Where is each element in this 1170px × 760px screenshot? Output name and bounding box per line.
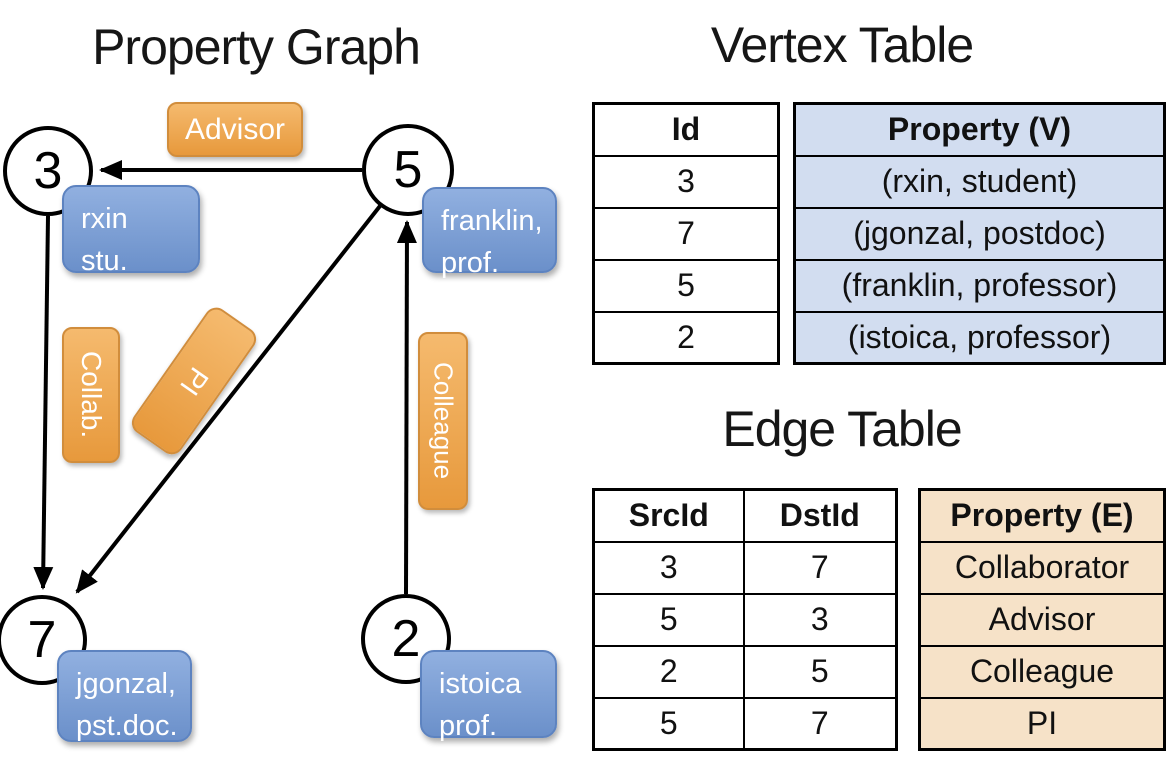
vertex-property-box-rxin: rxin stu. [62, 185, 200, 277]
edge-property-cell: PI [918, 696, 1166, 751]
vertex-property-line: stu. [81, 245, 128, 277]
graph-node-5: 5 [362, 124, 454, 216]
vertex-property-box-istoica: istoica prof. [420, 650, 557, 742]
edge-property-cell: Advisor [918, 592, 1166, 647]
vertex-property-line: prof. [441, 247, 500, 279]
vertex-property-cell: (jgonzal, postdoc) [793, 206, 1166, 261]
edge-label-text: Advisor [184, 112, 286, 146]
edge-table: SrcId DstId 3 7 5 3 2 5 5 7 Property (E)… [592, 488, 1166, 751]
edge-label-collaborator: Collab. [62, 327, 120, 463]
node-id-label: 7 [27, 611, 57, 669]
edge-label-advisor: Advisor [167, 102, 303, 157]
edge-table-dstid-header: DstId [742, 488, 898, 543]
node-id-label: 5 [393, 141, 423, 199]
edge-table-property-column: Property (E) Collaborator Advisor Collea… [918, 488, 1166, 751]
vertex-id-cell: 5 [592, 258, 780, 313]
graph-node-3: 3 [3, 126, 93, 216]
edge-arrow-5-to-7 [75, 204, 382, 594]
edge-dst-cell: 3 [742, 592, 898, 647]
vertex-table-id-header: Id [592, 102, 780, 157]
vertex-property-line: prof. [439, 710, 498, 742]
edge-arrow-2-to-5 [396, 220, 417, 595]
vertex-table-property-column: Property (V) (rxin, student) (jgonzal, p… [793, 102, 1166, 365]
vertex-table-property-header: Property (V) [793, 102, 1166, 157]
edge-label-text: PI [174, 361, 215, 402]
vertex-property-cell: (rxin, student) [793, 154, 1166, 209]
vertex-property-box-franklin: franklin, prof. [422, 187, 557, 279]
vertex-property-box-jgonzal: jgonzal, pst.doc. [57, 650, 192, 742]
edge-table-srcid-header: SrcId [592, 488, 745, 543]
node-id-label: 3 [33, 142, 63, 200]
vertex-id-cell: 3 [592, 154, 780, 209]
edge-label-colleague: Colleague [418, 332, 468, 510]
vertex-property-line: rxin [81, 203, 128, 235]
graph-edges-layer [33, 160, 417, 595]
edge-src-cell: 5 [592, 592, 745, 647]
vertex-property-cell: (istoica, professor) [793, 310, 1166, 365]
edge-table-title: Edge Table [722, 401, 962, 457]
vertex-property-cell: (franklin, professor) [793, 258, 1166, 313]
vertex-id-cell: 7 [592, 206, 780, 261]
edge-property-cell: Collaborator [918, 540, 1166, 595]
vertex-id-cell: 2 [592, 310, 780, 365]
edge-table-id-columns: SrcId DstId 3 7 5 3 2 5 5 7 [592, 488, 898, 751]
property-graph-title: Property Graph [92, 19, 421, 75]
edge-src-cell: 3 [592, 540, 745, 595]
vertex-table-title: Vertex Table [710, 17, 974, 73]
edge-dst-cell: 7 [742, 540, 898, 595]
edge-src-cell: 2 [592, 644, 745, 699]
vertex-property-line: franklin, [441, 205, 543, 237]
edge-dst-cell: 7 [742, 696, 898, 751]
edge-arrow-3-to-7 [33, 215, 54, 590]
edge-table-property-header: Property (E) [918, 488, 1166, 543]
edge-dst-cell: 5 [742, 644, 898, 699]
edge-property-cell: Colleague [918, 644, 1166, 699]
vertex-property-line: jgonzal, [76, 668, 176, 700]
vertex-property-line: istoica [439, 668, 522, 700]
edge-src-cell: 5 [592, 696, 745, 751]
edge-label-text: Colleague [428, 362, 459, 480]
vertex-property-line: pst.doc. [76, 710, 178, 742]
edge-label-text: Collab. [76, 351, 107, 439]
node-id-label: 2 [391, 610, 421, 668]
vertex-table: Id 3 7 5 2 Property (V) (rxin, student) … [592, 102, 1166, 365]
vertex-table-id-column: Id 3 7 5 2 [592, 102, 780, 365]
